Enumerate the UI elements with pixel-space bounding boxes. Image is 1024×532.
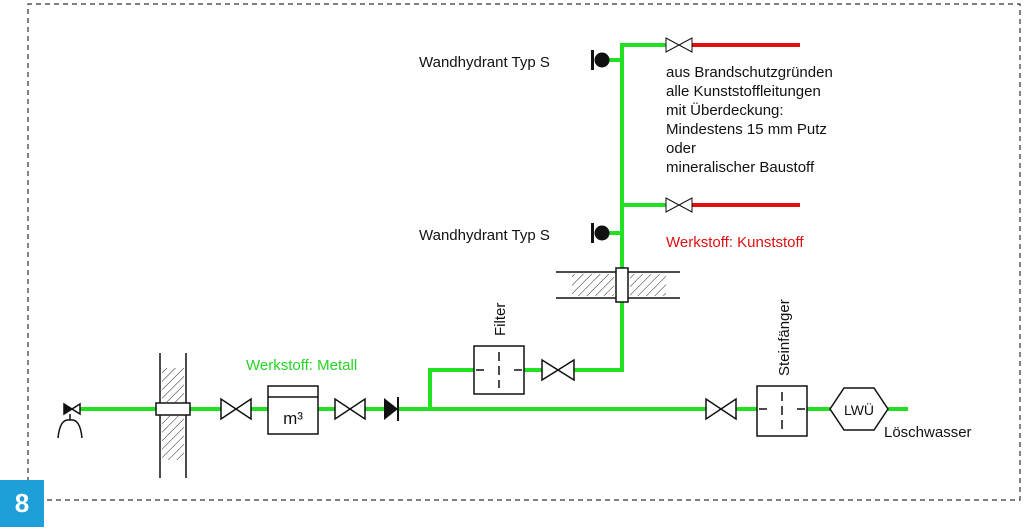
material-metal-label: Werkstoff: Metall (246, 357, 357, 374)
valve-icon (705, 397, 737, 421)
note-line: oder (666, 140, 696, 157)
note-line: Mindestens 15 mm Putz (666, 121, 827, 138)
branch-pipe (428, 368, 474, 409)
valve-icon (665, 37, 693, 53)
dashed-frame (27, 3, 1021, 501)
note-line: mit Überdeckung: (666, 101, 784, 119)
valve-icon (334, 397, 366, 421)
fire-protection-note: aus Brandschutzgründen alle Kunststoffle… (666, 64, 833, 176)
meter-label: m³ (283, 409, 303, 428)
riser-pipe (574, 43, 666, 372)
hydrant-top-label: Wandhydrant Typ S (419, 54, 550, 71)
filter-box (473, 345, 525, 395)
wall-penetration-left (155, 353, 191, 478)
material-plastic-label: Werkstoff: Kunststoff (666, 234, 804, 251)
metal-pipes (80, 43, 908, 411)
supply-connection-icon (57, 402, 83, 439)
valves (220, 37, 737, 421)
water-meter: m³ (267, 385, 319, 435)
stone-trap-label: Steinfänger (776, 299, 793, 376)
stone-trap-box (756, 385, 808, 437)
note-line: mineralischer Baustoff (666, 159, 815, 176)
figure-number-badge: 8 (0, 480, 44, 527)
note-line: alle Kunststoffleitungen (666, 83, 821, 100)
lwu-label: LWÜ (844, 401, 874, 418)
filter-label: Filter (492, 303, 509, 336)
valve-icon (665, 197, 693, 213)
valve-icon (541, 358, 575, 382)
valve-icon (220, 397, 252, 421)
plastic-pipes (692, 43, 800, 207)
note-line: aus Brandschutzgründen (666, 64, 833, 81)
wall-penetration-riser (556, 267, 680, 303)
extinguishing-water-label: Löschwasser (884, 424, 972, 441)
hydrant-bottom-label: Wandhydrant Typ S (419, 227, 550, 244)
hydrant-top-icon (591, 50, 610, 70)
lwu-unit: LWÜ (829, 387, 889, 431)
hydrant-bottom-icon (591, 223, 610, 243)
check-valve-icon (384, 397, 399, 421)
